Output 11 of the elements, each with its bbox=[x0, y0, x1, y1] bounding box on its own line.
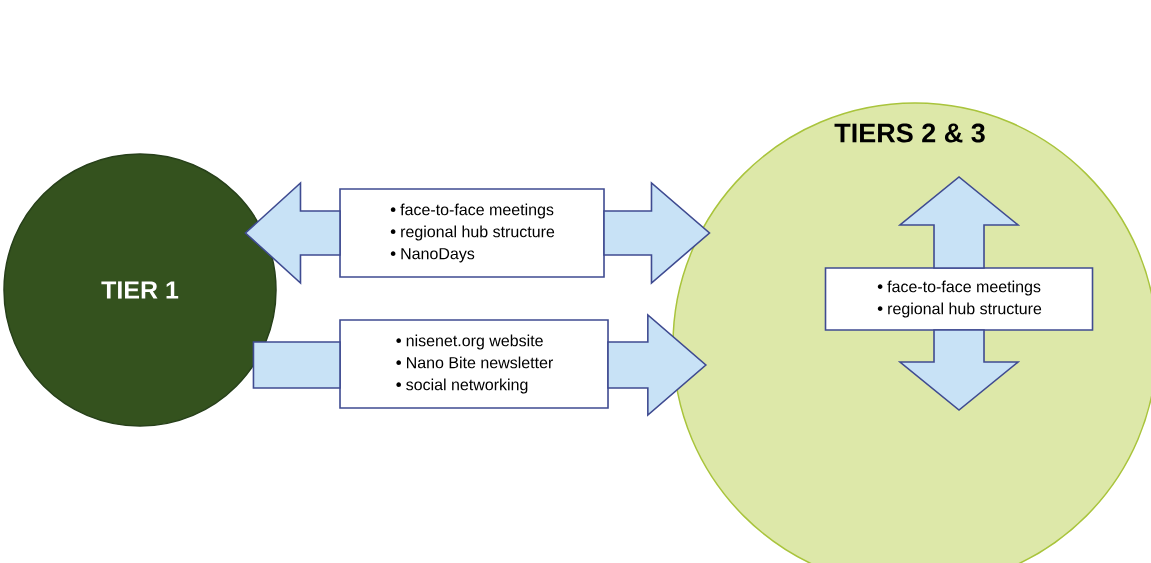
block-arrow bbox=[244, 181, 341, 285]
circle-title: TIER 1 bbox=[101, 281, 179, 299]
text-box: face-to-face meetings regional hub structure bbox=[824, 267, 1094, 331]
text-box: nisenet.org website Nano Bite newsletter social networking bbox=[339, 319, 609, 409]
block-arrow bbox=[607, 313, 708, 417]
block-arrow bbox=[252, 341, 341, 389]
circle-title: TIERS 2 & 3 bbox=[834, 123, 985, 143]
text-box: face-to-face meetings regional hub structure NanoDays bbox=[339, 188, 605, 278]
block-arrow bbox=[603, 181, 711, 285]
block-arrow bbox=[897, 175, 1021, 269]
block-arrow bbox=[897, 329, 1021, 412]
